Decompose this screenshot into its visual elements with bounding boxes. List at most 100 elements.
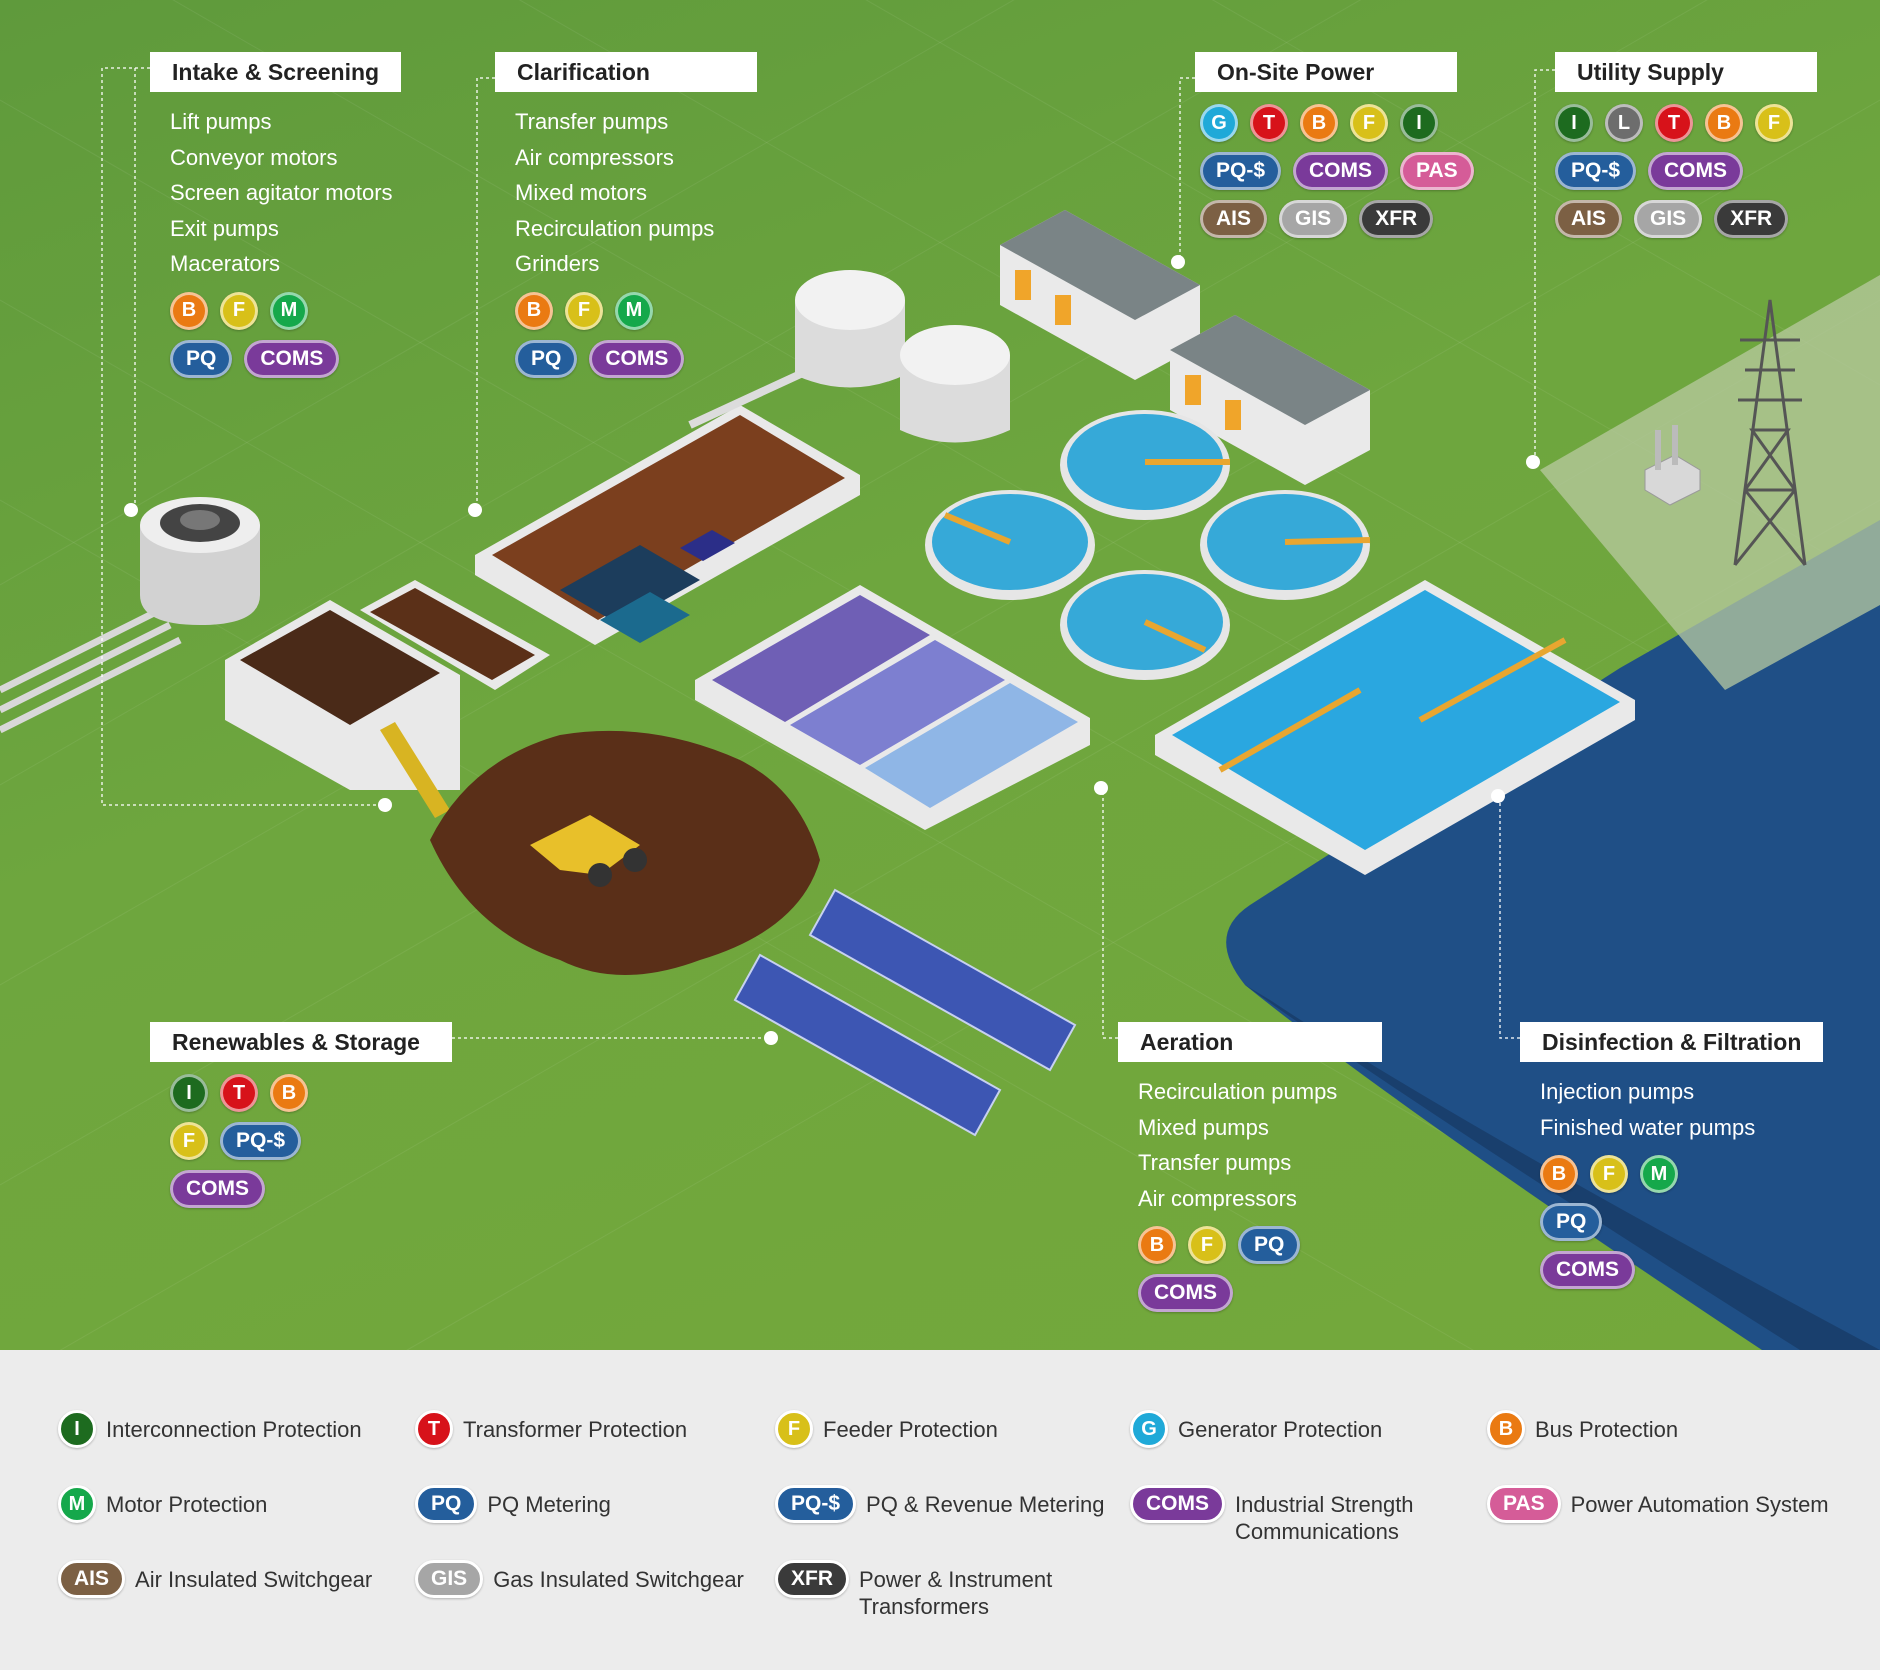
aeration-title: Aeration <box>1118 1022 1382 1062</box>
equipment-item: Mixed motors <box>515 180 648 205</box>
badge-coms: COMS <box>1138 1274 1233 1312</box>
aeration-basin <box>695 585 1090 830</box>
badge-gis: GIS <box>1279 200 1348 238</box>
badge-i: I <box>58 1410 96 1448</box>
utility-supply-title: Utility Supply <box>1555 52 1817 92</box>
badge-gis: GIS <box>415 1560 484 1598</box>
storage-tanks <box>795 270 1010 443</box>
badge-f: F <box>170 1122 208 1160</box>
badge-f: F <box>775 1410 813 1448</box>
badge-m: M <box>1640 1155 1678 1193</box>
equipment-item: Screen agitator motors <box>170 180 393 205</box>
disinfection-filtration-title: Disinfection & Filtration <box>1520 1022 1824 1062</box>
badge-t: T <box>1250 104 1288 142</box>
equipment-item: Transfer pumps <box>515 109 669 134</box>
substation-box <box>1644 425 1701 506</box>
badge-xfr: XFR <box>1714 200 1789 238</box>
badge-b: B <box>1540 1155 1578 1193</box>
power-buildings <box>1000 210 1370 485</box>
legend-label: Feeder Protection <box>823 1417 998 1442</box>
on-site-power-title: On-Site Power <box>1195 52 1457 92</box>
intake-screening-title: Intake & Screening <box>150 52 402 92</box>
renewables-storage-title: Renewables & Storage <box>150 1022 452 1062</box>
badge-b: B <box>270 1074 308 1112</box>
equipment-item: Air compressors <box>1138 1185 1297 1211</box>
badge-coms: COMS <box>1293 152 1389 190</box>
badge-t: T <box>220 1074 258 1112</box>
badge-m: M <box>58 1485 96 1523</box>
filtration-basin <box>1155 580 1635 875</box>
screening-basins <box>225 580 550 790</box>
badge-coms: COMS <box>1540 1251 1635 1289</box>
legend-label: Gas Insulated Switchgear <box>493 1567 744 1592</box>
badge-pq: PQ <box>170 339 233 378</box>
badge-pqs: PQ-$ <box>1555 152 1637 190</box>
badge-b: B <box>1300 104 1338 142</box>
equipment-item: Mixed pumps <box>1138 1114 1269 1140</box>
equipment-item: Air compressors <box>515 144 674 170</box>
legend-label: Motor Protection <box>106 1492 268 1517</box>
badge-m: M <box>615 291 653 330</box>
badge-ais: AIS <box>1200 200 1268 238</box>
legend-label: PQ & Revenue Metering <box>866 1492 1105 1517</box>
solar-panels <box>733 888 1077 1137</box>
badge-pq: PQ <box>1540 1203 1603 1241</box>
pipe-tank-basin <box>688 361 822 429</box>
equipment-item: Recirculation pumps <box>515 215 715 241</box>
badge-f: F <box>565 291 603 330</box>
intake-silo <box>140 497 260 625</box>
equipment-item: Conveyor motors <box>170 144 338 170</box>
disinfection-filtration-callout: Disinfection & Filtration Injection pump… <box>1520 1022 1824 1289</box>
legend-label: Transformer Protection <box>463 1417 688 1442</box>
badge-f: F <box>1755 104 1793 142</box>
utility-pad <box>1540 275 1880 690</box>
badge-pqs: PQ-$ <box>1200 152 1282 190</box>
equipment-item: Grinders <box>515 251 600 276</box>
badge-ais: AIS <box>58 1560 126 1598</box>
badge-i: I <box>1555 104 1593 142</box>
badge-pas: PAS <box>1487 1485 1561 1523</box>
plant-illustration <box>0 0 1880 1350</box>
legend-label: Power & Instrument Transformers <box>859 1567 1053 1619</box>
badge-t: T <box>415 1410 453 1448</box>
badge-b: B <box>1487 1410 1525 1448</box>
badge-pq: PQ <box>415 1485 478 1523</box>
legend-item-coms: COMS Industrial Strength Communications <box>1130 1485 1515 1545</box>
legend-label: PQ Metering <box>487 1492 611 1517</box>
legend-label: Industrial Strength Communications <box>1235 1492 1414 1544</box>
badge-f: F <box>1590 1155 1628 1193</box>
badge-f: F <box>1188 1226 1226 1264</box>
transmission-tower <box>1733 299 1807 566</box>
badge-f: F <box>220 291 258 330</box>
badge-i: I <box>170 1074 208 1112</box>
badge-coms: COMS <box>244 339 340 378</box>
legend-item-f: F Feeder Protection <box>775 1410 998 1448</box>
leader-dots <box>124 255 1540 1045</box>
badge-g: G <box>1130 1410 1168 1448</box>
legend-item-gis: GIS Gas Insulated Switchgear <box>415 1560 744 1598</box>
badge-coms: COMS <box>1130 1485 1225 1523</box>
badge-ais: AIS <box>1555 200 1623 238</box>
badge-f: F <box>1350 104 1388 142</box>
intake-pipes <box>0 606 182 734</box>
clarification-title: Clarification <box>495 52 757 92</box>
badge-g: G <box>1200 104 1238 142</box>
badge-pqs: PQ-$ <box>775 1485 857 1523</box>
